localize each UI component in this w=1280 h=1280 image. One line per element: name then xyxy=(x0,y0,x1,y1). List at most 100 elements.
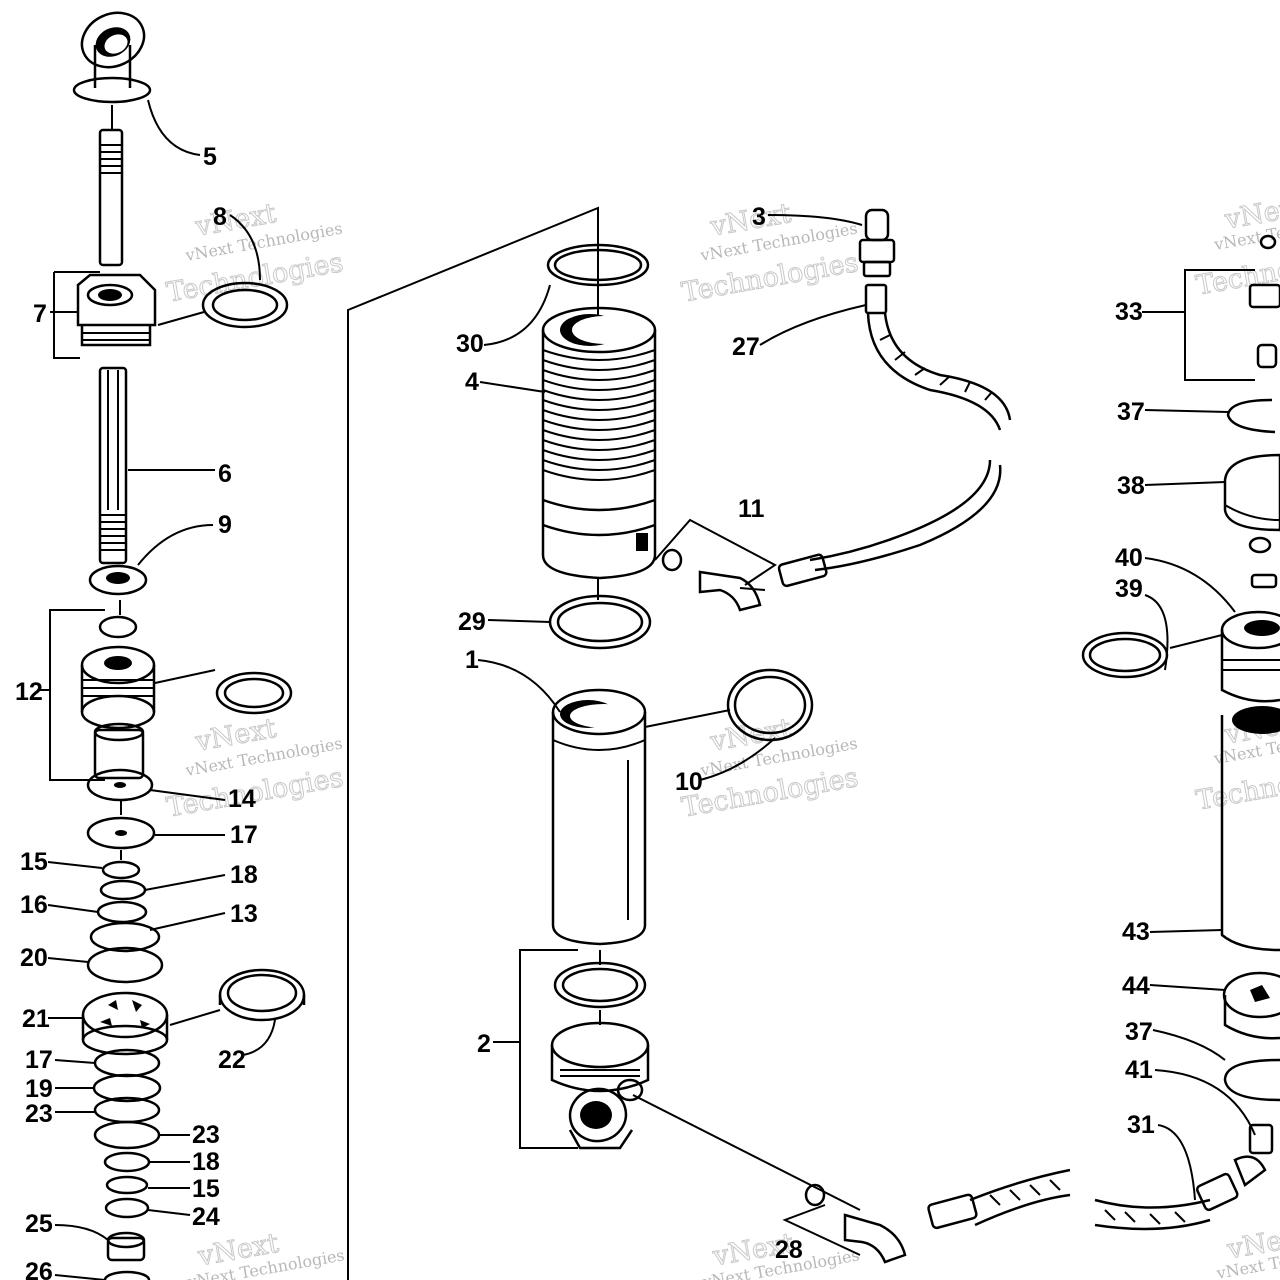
watermark-group: vNext vNext Technologies Technologies vN… xyxy=(164,191,1280,1280)
part-13-shim xyxy=(89,921,161,953)
part-39-clamp xyxy=(1081,631,1169,679)
callout-24: 24 xyxy=(192,1203,220,1231)
callout-40: 40 xyxy=(1115,544,1143,572)
callout-5: 5 xyxy=(203,143,217,171)
part-37-clip xyxy=(1226,398,1276,434)
callout-29: 29 xyxy=(458,608,486,636)
part-25-nut xyxy=(106,1231,146,1262)
part-23-lower xyxy=(93,1120,161,1150)
hose-31 xyxy=(1094,1123,1274,1231)
hose-fitting-top xyxy=(858,208,1012,431)
leader-28 xyxy=(782,1204,861,1256)
callout-25: 25 xyxy=(25,1210,53,1238)
part-43-reservoir xyxy=(1220,706,1280,952)
callout-17a: 17 xyxy=(230,821,258,849)
callout-43: 43 xyxy=(1122,918,1150,946)
callout-18b: 18 xyxy=(192,1148,220,1176)
part-17-shim xyxy=(86,816,156,850)
part-10-ring xyxy=(726,668,814,742)
part-bushing xyxy=(93,722,145,780)
hose-28 xyxy=(632,1094,1071,1264)
callout-13: 13 xyxy=(230,900,258,928)
callout-16: 16 xyxy=(20,891,48,919)
part-20-shim xyxy=(86,946,164,984)
part-18-shim xyxy=(99,879,147,901)
bracket-33 xyxy=(1184,269,1255,381)
part-8-oring xyxy=(201,281,289,329)
part-5-eyelet xyxy=(72,11,152,104)
callout-44: 44 xyxy=(1122,972,1150,1000)
callout-23a: 23 xyxy=(25,1100,53,1128)
callout-21: 21 xyxy=(22,1005,50,1033)
callout-labels: 5 8 7 6 9 12 14 17 15 18 16 13 20 21 22 … xyxy=(15,143,1155,1280)
part-44-end-cap xyxy=(1222,971,1280,1040)
part-6-rod xyxy=(98,366,128,565)
part-15-shim xyxy=(101,860,141,880)
watermark-top-right: vNext vNext Technologies Technologies xyxy=(1193,191,1280,303)
part-24-shim xyxy=(104,1197,150,1219)
left-valve-stack xyxy=(49,11,306,1280)
callout-38: 38 xyxy=(1117,472,1145,500)
part-15-lower xyxy=(105,1175,149,1195)
threaded-stud xyxy=(98,128,124,267)
callout-4: 4 xyxy=(465,368,479,396)
callout-31: 31 xyxy=(1127,1111,1155,1139)
callout-15a: 15 xyxy=(20,848,48,876)
oring-12 xyxy=(215,671,293,715)
watermark-text: Technologies xyxy=(1194,755,1280,817)
callout-11: 11 xyxy=(738,495,765,523)
part-2-lower-eye xyxy=(550,1021,650,1150)
bracket-12 xyxy=(49,609,105,781)
part-26 xyxy=(103,1270,151,1280)
callout-9: 9 xyxy=(218,511,232,539)
callout-12: 12 xyxy=(15,678,43,706)
part-40-cap xyxy=(1220,610,1280,703)
callout-8: 8 xyxy=(213,203,227,231)
part-12-piston xyxy=(80,645,156,730)
callout-19: 19 xyxy=(25,1075,53,1103)
callout-30: 30 xyxy=(456,330,484,358)
part-1-cylinder xyxy=(551,688,647,946)
callout-17b: 17 xyxy=(25,1046,53,1074)
part-21-piston xyxy=(81,991,169,1056)
callout-18a: 18 xyxy=(230,861,258,889)
part-22-ring xyxy=(218,968,306,1022)
leader-lines xyxy=(38,99,1256,1280)
watermark-bottom-right: vNext vNext Technologies xyxy=(1214,1220,1280,1280)
callout-22: 22 xyxy=(218,1046,246,1074)
callout-7: 7 xyxy=(33,300,47,328)
callout-39: 39 xyxy=(1115,575,1143,603)
callout-33: 33 xyxy=(1115,298,1143,326)
callout-6: 6 xyxy=(218,460,232,488)
callout-15b: 15 xyxy=(192,1175,220,1203)
right-reservoir-stack xyxy=(1081,234,1280,1102)
part-18-lower xyxy=(103,1151,151,1173)
callout-37b: 37 xyxy=(1125,1018,1153,1046)
part-38-cap xyxy=(1223,453,1280,532)
callout-2: 2 xyxy=(477,1030,491,1058)
callout-26: 26 xyxy=(25,1258,53,1280)
part-30-ring xyxy=(546,243,650,287)
bracket-2 xyxy=(519,949,578,1149)
callout-3: 3 xyxy=(752,203,766,231)
leader-11 xyxy=(654,518,777,586)
callout-10: 10 xyxy=(675,768,703,796)
part-7-nut xyxy=(76,273,157,347)
callout-37a: 37 xyxy=(1117,398,1145,426)
callout-1: 1 xyxy=(465,646,479,674)
hose-11 xyxy=(654,459,1002,612)
part-4-threaded-body xyxy=(541,306,657,580)
callout-41: 41 xyxy=(1125,1056,1153,1084)
part-37-lower-clip xyxy=(1223,1058,1280,1102)
assembly-frame-line xyxy=(347,206,599,1280)
part-16-shim xyxy=(96,900,148,924)
callout-28: 28 xyxy=(775,1236,803,1264)
part-9-washer xyxy=(88,564,148,596)
callout-20: 20 xyxy=(20,944,48,972)
watermark-mid-center: vNext vNext Technologies Technologies xyxy=(679,713,861,825)
callout-23b: 23 xyxy=(192,1121,220,1149)
center-body-assembly xyxy=(519,243,814,1150)
callout-27: 27 xyxy=(732,333,760,361)
callout-14: 14 xyxy=(228,785,256,813)
